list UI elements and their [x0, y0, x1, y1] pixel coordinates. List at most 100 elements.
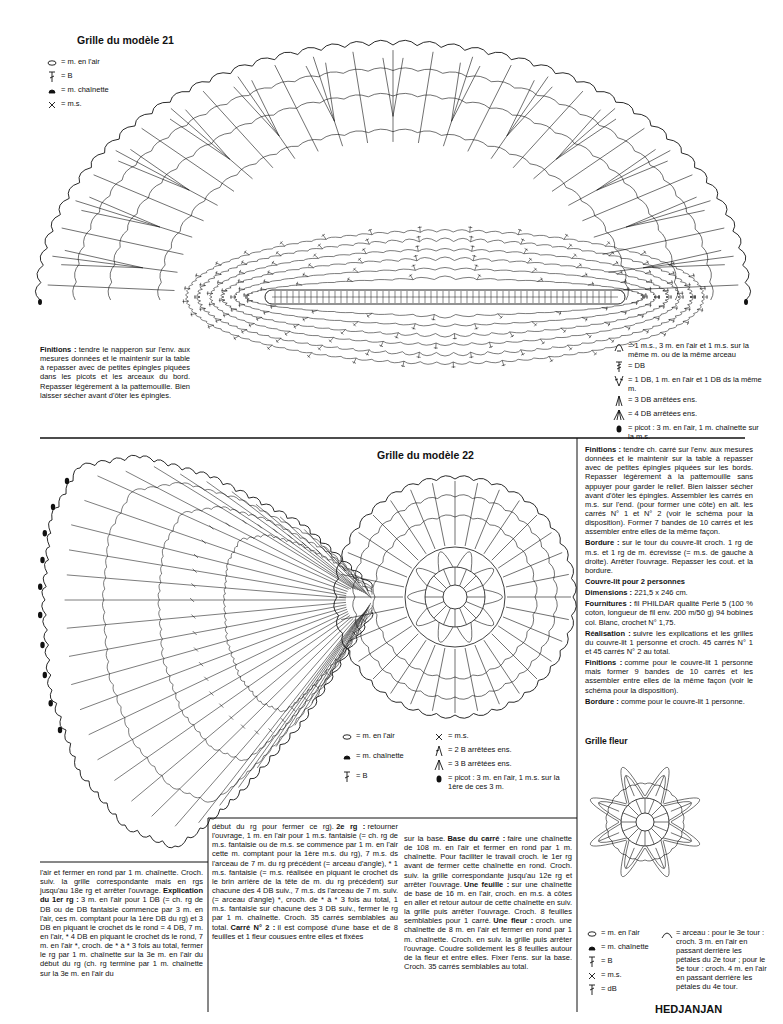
stitch-symbol [616, 396, 622, 406]
picot-dot [40, 642, 44, 648]
paragraph: Finitions :tendre ch. carré sur l'env. a… [585, 445, 753, 536]
paragraph: Bordure :comme pour le couvre-lit 1 pers… [585, 697, 753, 706]
legend-entry: = 3 B arrêtées ens. [432, 759, 572, 771]
bold-heading: Réalisation : [585, 629, 631, 638]
legend-text: = 3 DB arrêtées ens. [628, 395, 697, 404]
rule-line [208, 818, 209, 1012]
text-block: Finitions :tendre ch. carré sur l'env. a… [585, 445, 753, 708]
picot-dot [58, 727, 62, 733]
body-text: début du rg pour fermer ce rg). [212, 822, 334, 831]
legend-entry: = m. en l'air [585, 928, 657, 940]
paragraph: Fournitures :fil PHILDAR qualité Perlé 5… [585, 599, 753, 626]
legend-entry: = 2 B arrêtées ens. [432, 745, 572, 757]
body-text: comme pour le couvre-lit 1 personne. [621, 697, 745, 706]
legend-entry: = 4 DB arrêtées ens. [612, 409, 765, 421]
legend-entry: = m.s. [432, 731, 572, 743]
bold-heading: Fournitures : [585, 599, 632, 608]
legend-entry: = arceau : pour le 3e tour : croch. 3 m.… [660, 928, 768, 991]
legend-text: = m. en l'air [356, 731, 395, 740]
legend-entry: = B [340, 771, 428, 783]
stitch-symbol [344, 756, 350, 759]
paragraph: Finitions :tendre le napperon sur l'env.… [40, 345, 190, 400]
crochet-stitches [65, 467, 373, 827]
stitch-symbol [437, 776, 442, 783]
legend-symbol [585, 984, 599, 996]
text-block: Grille du modèle 21 [77, 34, 297, 49]
legend-entry: = DB [612, 361, 765, 373]
legend-symbol [340, 751, 354, 763]
crochet-stitches [48, 50, 739, 300]
legend-text: = B [356, 771, 367, 780]
crochet-stitches [339, 481, 571, 713]
legend-symbol [432, 745, 446, 757]
legend: = m. en l'air= m. chaînette= B [340, 731, 428, 791]
paragraph: Réalisation :suivre les explications et … [585, 629, 753, 656]
legend-symbol [45, 85, 59, 97]
legend-entry: = m. chaînette [585, 942, 657, 954]
picot-dot [51, 504, 55, 510]
bold-heading: 2e rg : [336, 822, 365, 831]
bold-heading: HEDJANJAN [655, 1003, 722, 1015]
legend-text: = 1 m.s., 3 m. en l'air et 1 m.s. sur la… [628, 341, 765, 359]
legend-entry: = picot : 3 m. en l'air, 1 m. chaînette … [612, 423, 765, 441]
bold-heading: Finitions : [585, 445, 621, 454]
picot-dot [38, 612, 42, 618]
legend-text: = picot : 3 m. en l'air, 1 m.s. sur la 1… [448, 773, 572, 791]
picot-dot [43, 672, 47, 678]
bold-heading: Bordure : [585, 697, 619, 706]
text-block: HEDJANJAN [655, 1003, 775, 1018]
stitch-symbol [614, 410, 624, 420]
bold-heading: Une fleur : [493, 916, 533, 925]
legend-symbol [585, 956, 599, 968]
stitch-symbol [589, 973, 595, 979]
stitch-symbol [49, 102, 55, 108]
crochet-ring [425, 567, 485, 627]
legend-entry: = m.s. [585, 970, 657, 982]
legend-text: = m. chaînette [601, 942, 649, 951]
stitch-symbol [343, 735, 351, 739]
legend-text: = DB [628, 361, 645, 370]
text-block: l'air et fermer en rond par 1 m. chaînet… [40, 868, 203, 980]
center-chain [265, 290, 625, 304]
paragraph: Couvre-lit pour 2 personnes [585, 577, 753, 586]
legend-text: = m.s. [61, 99, 82, 108]
legend: = m. en l'air= m. chaînette= B= m.s.= dB [585, 928, 657, 998]
legend-text: = 1 DB, 1 m. en l'air et 1 DB ds la même… [628, 375, 765, 393]
paragraph: HEDJANJAN [655, 1003, 775, 1016]
stitch-symbol [589, 947, 595, 950]
picot-dot [49, 700, 53, 706]
legend-symbol [340, 771, 354, 783]
crochet-stitches [334, 476, 577, 719]
legend-entry: = dB [585, 984, 657, 996]
legend-text: = picot : 3 m. en l'air, 1 m. chaînette … [628, 423, 765, 441]
stitch-symbol [589, 985, 595, 995]
text-block: Grille fleur [585, 736, 705, 748]
picot-dot [40, 557, 44, 563]
body-text: retourner l'ouvrage, 1 m. en l'air pour … [212, 822, 398, 932]
legend-symbol [612, 361, 626, 373]
legend-text: = m. en l'air [601, 928, 640, 937]
paragraph: Grille fleur [585, 736, 705, 746]
stitch-symbol [436, 746, 442, 756]
body-text: 221,5 x 246 cm. [634, 588, 687, 597]
legend-symbol [585, 970, 599, 982]
stitch-symbol [588, 932, 596, 936]
stitch-symbol [616, 362, 622, 372]
stitch-symbol [49, 72, 55, 82]
legend-text: = 3 B arrêtées ens. [448, 759, 512, 768]
bold-heading: Finitions : [40, 345, 76, 354]
body-text: tendre le napperon sur l'env. aux mesure… [40, 345, 190, 400]
text-block: début du rg pour fermer ce rg).2e rg :re… [212, 822, 398, 943]
rule-line [577, 438, 578, 1012]
paragraph: Grille du modèle 21 [77, 34, 297, 47]
legend-text: = m. chaînette [61, 85, 109, 94]
paragraph: l'air et fermer en rond par 1 m. chaînet… [40, 868, 203, 978]
paragraph: début du rg pour fermer ce rg).2e rg :re… [212, 822, 398, 941]
legend-entry: = m. en l'air [45, 57, 155, 69]
legend: = m. en l'air= B= m. chaînette= m.s. [45, 57, 155, 113]
legend-entry: = m. en l'air [340, 731, 428, 743]
legend-symbol [612, 375, 626, 387]
legend-text: = 4 DB arrêtées ens. [628, 409, 697, 418]
crochet-ring [443, 585, 467, 609]
